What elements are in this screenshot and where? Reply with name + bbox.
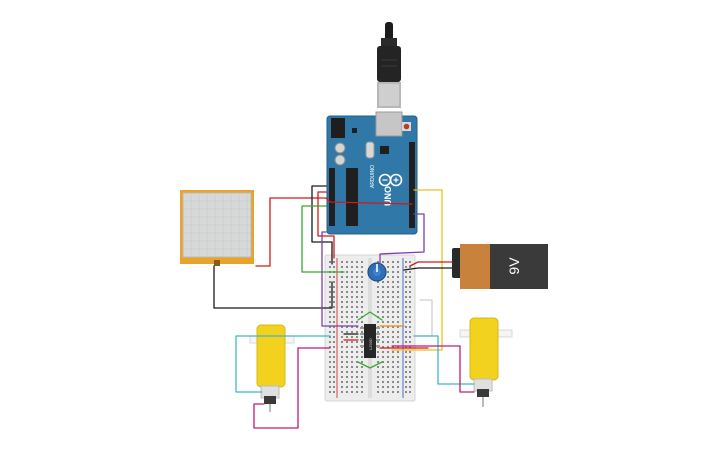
usb-socket: [375, 111, 403, 137]
usb-cable[interactable]: [377, 22, 401, 108]
wire-red-arduino[interactable]: [317, 191, 335, 259]
wire-purple-right[interactable]: [379, 213, 425, 265]
wire-cyan-right-motor[interactable]: [413, 335, 475, 385]
dc-motor-right[interactable]: [459, 317, 513, 407]
potentiometer-knob-icon[interactable]: [367, 262, 387, 282]
wire-red-sensor[interactable]: [255, 197, 413, 267]
l293d-chip[interactable]: L293D: [360, 324, 380, 358]
power-header[interactable]: [329, 168, 335, 226]
wire-magenta-right-motor[interactable]: [391, 345, 475, 393]
wire-green-arduino[interactable]: [301, 205, 345, 273]
arduino-logo: [378, 173, 403, 187]
battery-9v[interactable]: 9V: [452, 244, 548, 289]
wire-green-chip-bottom[interactable]: [357, 361, 383, 369]
wire-red-battery[interactable]: [409, 261, 453, 267]
wire-gray-bb[interactable]: [419, 299, 433, 337]
arduino-model-label: UNO: [383, 186, 393, 206]
wire-black-arduino[interactable]: [311, 185, 333, 265]
arduino-brand-label: ARDUINO: [370, 165, 376, 188]
wire-magenta-left-motor[interactable]: [253, 347, 331, 429]
wire-green-chip[interactable]: [357, 311, 383, 321]
wire-black-sensor[interactable]: [213, 265, 333, 309]
digital-header[interactable]: [409, 142, 415, 228]
breadboard-holes[interactable]: [329, 261, 411, 393]
wire-purple-left[interactable]: [321, 231, 359, 327]
wire-yellow-digital[interactable]: [391, 189, 443, 351]
chip-label: L293D: [368, 338, 373, 350]
atmega-chip: [346, 168, 358, 226]
battery-label: 9V: [506, 257, 522, 275]
arduino-uno-board[interactable]: ARDUINO UNO: [326, 111, 418, 235]
dc-motor-left[interactable]: [249, 324, 295, 412]
wire-black-battery[interactable]: [403, 267, 453, 271]
wire-cyan-left-motor[interactable]: [235, 335, 331, 393]
dc-jack: [331, 118, 345, 138]
touch-pad-sensor[interactable]: [180, 190, 254, 266]
